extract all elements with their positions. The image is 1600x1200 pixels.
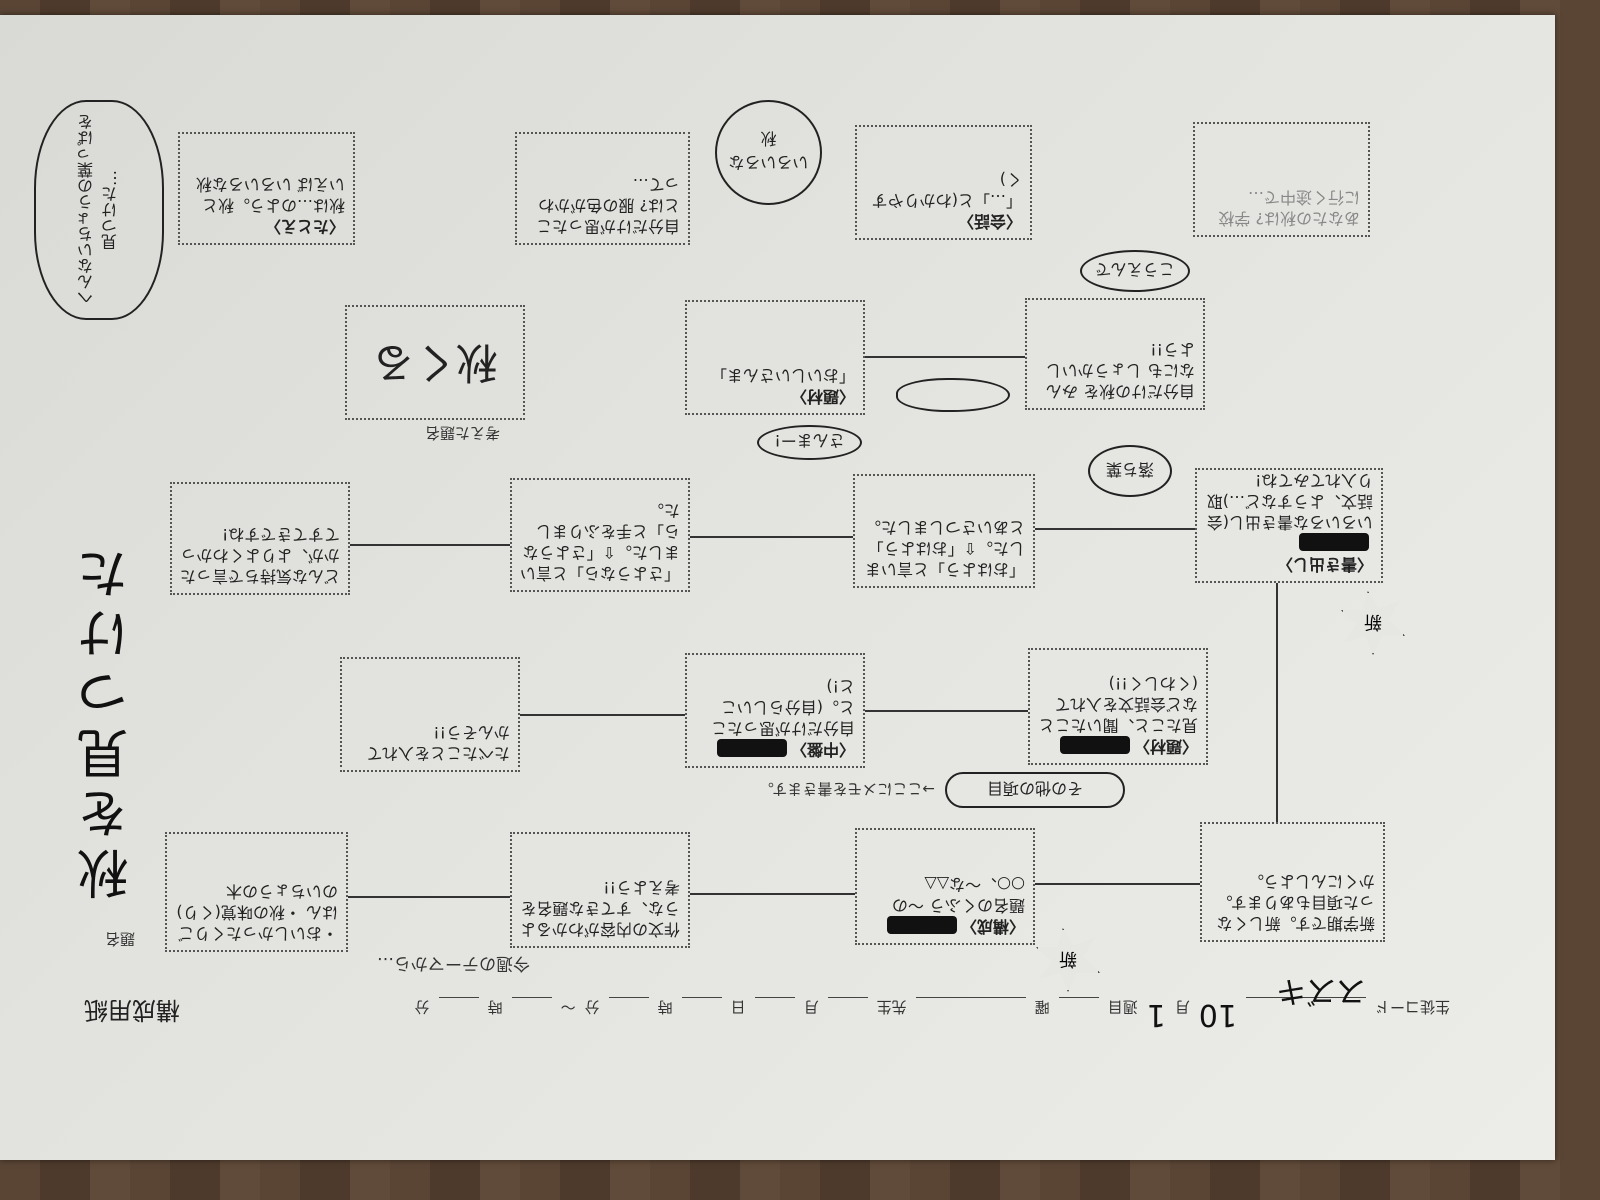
box-text: 作文の内容がわかるような、すてきな題名を考えよう!! — [519, 878, 680, 939]
bubble-various-autumn: いろいろな秋 — [715, 100, 822, 205]
hour-blank — [681, 997, 722, 1016]
redaction-bar — [716, 739, 787, 758]
box-text: 自分だけが思ったこと。(自分らしいこと!) — [710, 677, 855, 738]
box-theme: 自分だけの秋を みんなにも しょうかいしよう!! — [1025, 298, 1205, 410]
min-blank — [608, 997, 649, 1016]
box-tag: 〈題材〉 — [790, 387, 855, 406]
box-tag: 〈書き出し〉 — [1205, 533, 1373, 575]
teacher-label: 先生 — [876, 998, 907, 1016]
box-new-term: 新学期です。新しくなった項目もあります。かくにんしよう。 — [1200, 822, 1385, 942]
week-label: 週目 — [1107, 998, 1138, 1016]
box-topic: 〈題材〉 「おいしいさんま」 — [685, 300, 865, 415]
box-metaphor: 〈たとえ〉 秋は…のよう。秋といえば いろいろな秋 — [178, 132, 355, 245]
week-value: 1 — [1146, 997, 1166, 1032]
box-text: 「…」と(わかりやすく) — [871, 170, 1022, 210]
connector-line — [690, 893, 855, 895]
chosen-title-label: 考えた題名 — [424, 424, 500, 442]
month-blank — [827, 997, 868, 1016]
min-blank-2 — [438, 997, 479, 1016]
student-code-label: 生徒コード — [1374, 998, 1450, 1016]
box-text: 「おいしいさんま」 — [710, 366, 855, 385]
box-example-hello: 「おはよう」と言いました。⇧「おはよう」とあいさつしました。 — [853, 474, 1035, 588]
box-middle: 〈中盤〉自分だけが思ったこと。(自分らしいこと!) — [685, 653, 865, 768]
box-tag: 〈構成〉 — [865, 916, 1025, 937]
title-label: 題名 — [104, 930, 135, 948]
box-dialogue: 〈会話〉 「…」と(わかりやすく) — [855, 125, 1032, 240]
time-to-hour-label: 時 — [487, 998, 503, 1016]
essay-title-handwritten: 秋を見つけた — [78, 540, 138, 900]
bubble-other-items: その他の項目 — [945, 772, 1125, 808]
time-from-hour-label: 時 — [657, 998, 673, 1016]
fish-drawing-icon — [896, 378, 1010, 412]
box-opening: 〈書き出し〉いろいろな書き出し(会話文、ようすなど…)取り入れてみてね! — [1195, 468, 1383, 583]
box-text: 秋は…のよう。秋といえば いろいろな秋 — [195, 175, 345, 215]
box-text: 見たこと、聞いたことなど会話文を入れて(くわしく!!) — [1038, 674, 1198, 735]
hour-blank-2 — [511, 997, 552, 1016]
bubble-park: こうえんで — [1080, 250, 1190, 292]
box-text: 題名のくふう ～の○○、～な△△ — [891, 875, 1025, 915]
redaction-bar — [886, 916, 957, 935]
bubble-ginkgo: へんないちょうの葉っぱを見つけた… — [34, 100, 164, 320]
weekday-label: 曜 — [1034, 998, 1050, 1016]
box-tag: 〈たとえ〉 — [264, 217, 345, 236]
box-your-autumn: あなたの秋は? 学校に行く途中で… — [1193, 122, 1370, 237]
box-tag: 〈題材〉 — [1038, 736, 1198, 757]
connector-line — [348, 896, 510, 898]
date-day-label: 日 — [730, 998, 746, 1016]
box-text: 自分だけが思ったことは? 服の色がかわって… — [535, 175, 680, 236]
teacher-blank — [915, 997, 1026, 1016]
box-title-ideas: ・おいしかったくりごはん ・秋の味覚(くり) のいちょうの木 — [165, 832, 348, 952]
time-to-min-label: 分 — [414, 998, 430, 1016]
box-text: 「さようなら」と言いました。⇧「さようなら」と手をふりました。 — [519, 501, 680, 583]
theme-prompt: 今週のテーマから… — [377, 953, 530, 973]
box-feedback: どんな気持ちで言ったかが、よりよくわかってすてきですね! — [170, 482, 350, 595]
worksheet-header: 生徒コード スズキ 10 月 1 週目 曜 先生 月 日 時 分 ～ 時 分 — [210, 973, 1450, 1032]
month-value: 10 — [1198, 997, 1237, 1032]
month-label: 月 — [1174, 998, 1190, 1016]
date-month-label: 月 — [803, 998, 819, 1016]
time-range-tilde: ～ — [560, 998, 576, 1016]
box-tag: 〈中盤〉 — [695, 739, 855, 760]
box-impression: たべたことを入れて かんそう!! — [340, 657, 520, 772]
box-subject: 〈題材〉見たこと、聞いたことなど会話文を入れて(くわしく!!) — [1028, 648, 1208, 765]
sheet-title: 構成用紙 — [84, 996, 180, 1024]
box-structure: 〈構成〉題名のくふう ～の○○、～な△△ — [855, 828, 1035, 945]
memo-note: →ここにメモを書きます。 — [758, 780, 935, 798]
connector-line — [350, 544, 510, 546]
weekday-blank — [1058, 997, 1099, 1016]
redaction-bar — [1299, 533, 1369, 552]
redaction-bar — [1059, 736, 1130, 755]
bubble-fallen-leaves: 落ち葉 — [1088, 445, 1172, 497]
student-name: スズキ — [1245, 973, 1366, 1016]
time-from-min-label: 分 — [584, 998, 600, 1016]
box-text: ・おいしかったくりごはん ・秋の味覚(くり) のいちょうの木 — [176, 882, 338, 943]
box-example-goodbye: 「さようなら」と言いました。⇧「さようなら」と手をふりました。 — [510, 478, 690, 592]
connector-arrow — [1035, 528, 1195, 530]
connector-arrow — [865, 356, 1025, 358]
connector-arrow-vertical — [1276, 583, 1278, 822]
box-text: たべたことを入れて かんそう!! — [366, 723, 510, 763]
box-text: いろいろな書き出し(会話文、ようすなど…)取り入れてみてね! — [1206, 471, 1373, 532]
bubble-sanma: さんまー! — [757, 425, 862, 460]
connector-arrow — [1035, 883, 1200, 885]
connector-line — [690, 536, 853, 538]
box-chosen-title: 秋くる — [345, 305, 525, 420]
box-own-thoughts: 自分だけが思ったことは? 服の色がかわって… — [515, 132, 690, 245]
connector-line — [865, 710, 1028, 712]
box-text: あなたの秋は? 学校に行く途中で… — [1218, 188, 1360, 228]
day-blank — [754, 997, 795, 1016]
chosen-title-text: 秋くる — [372, 338, 498, 388]
box-tag: 〈会話〉 — [957, 212, 1022, 231]
box-text: 新学期です。新しくなった項目もあります。かくにんしよう。 — [1216, 872, 1375, 933]
box-text: どんな気持ちで言ったかが、よりよくわかってすてきですね! — [179, 525, 340, 586]
connector-line — [520, 714, 685, 716]
box-title-instruction: 作文の内容がわかるような、すてきな題名を考えよう!! — [510, 832, 690, 948]
box-text: 自分だけの秋を みんなにも しょうかいしよう!! — [1045, 340, 1195, 401]
box-text: 「おはよう」と言いました。⇧「おはよう」とあいさつしました。 — [864, 518, 1025, 579]
